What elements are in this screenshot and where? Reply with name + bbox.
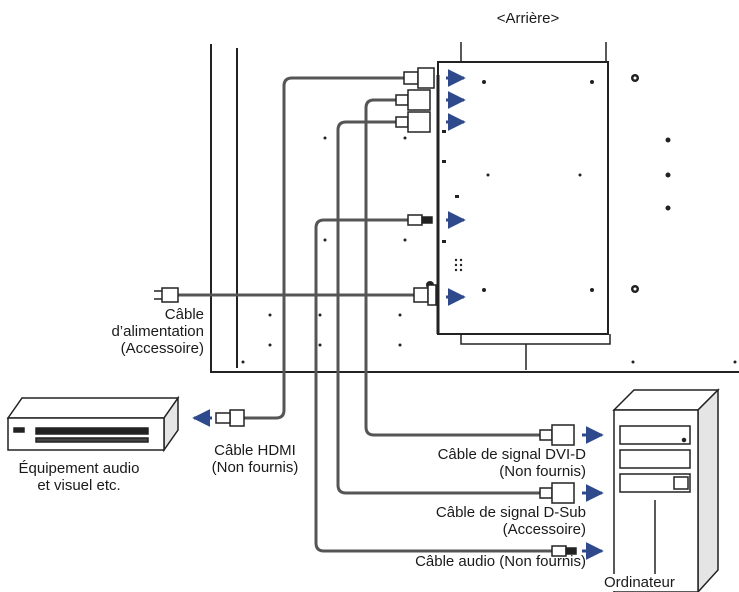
direction-arrows (192, 69, 604, 560)
dvi-connector-pc (539, 429, 553, 441)
computer-label: Ordinateur (604, 574, 677, 591)
cables (178, 76, 552, 553)
hdmi-cable-label: Câble HDMI (Non fournis) (211, 442, 299, 476)
dsub-connector-pc (539, 487, 553, 499)
panel-port-details (442, 130, 463, 272)
power-cable-label: Câble d’alimentation (Accessoire) (111, 306, 204, 357)
audio-cable (314, 218, 552, 553)
av-equipment-label: Équipement audio et visuel etc. (18, 460, 140, 494)
dsub-connector-monitor (395, 116, 409, 128)
dsub-cable-label: Câble de signal D-Sub (Accessoire) (435, 504, 586, 538)
hdmi-cable (244, 76, 404, 420)
audio-cable-label: Câble audio (Non fournis) (415, 553, 586, 570)
dvi-connector-monitor (395, 94, 409, 106)
audio-connector-monitor (407, 214, 423, 226)
power-connector-monitor (413, 287, 429, 303)
monitor-back-panel (210, 42, 739, 373)
view-label: <Arrière> (496, 10, 560, 27)
hdmi-connector-av (229, 409, 245, 427)
dvi-cable-label: Câble de signal DVI-D (Non fournis) (437, 446, 586, 480)
av-equipment-icon (6, 395, 180, 453)
computer-icon (612, 388, 720, 592)
connectors (154, 67, 577, 557)
hdmi-connector-monitor (403, 71, 419, 85)
power-plug (161, 287, 179, 303)
dvi-cable (364, 98, 540, 437)
panel-screws (241, 74, 737, 364)
dsub-cable (336, 120, 540, 495)
